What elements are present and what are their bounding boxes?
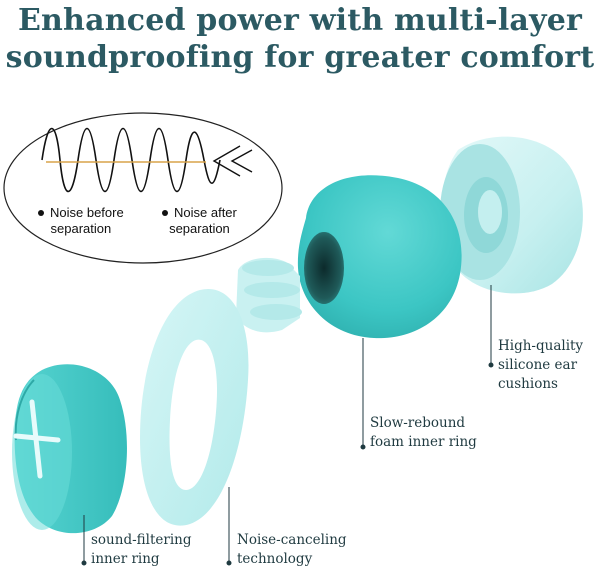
bullet-dot-icon <box>162 209 168 216</box>
filter-callout-dot <box>81 560 87 566</box>
headline-line-2: soundproofing for greater comfort <box>5 40 595 75</box>
label-noise-line1: Noise-canceling <box>237 532 347 548</box>
noise-callout-dot <box>226 560 232 566</box>
label-sound-filtering: sound-filtering inner ring <box>91 531 192 569</box>
legend-before-line1: Noise before <box>50 205 124 220</box>
noise-canceling-ring <box>140 288 249 526</box>
wave-diagram-oval <box>3 112 283 264</box>
label-foam-ring: Slow-rebound foam inner ring <box>370 414 477 452</box>
legend-after-line2: separation <box>169 221 230 236</box>
label-silicone-cushions: High-quality silicone ear cushions <box>498 337 583 394</box>
legend-before-line2: separation <box>50 221 112 236</box>
label-silicone-line3: cushions <box>498 376 558 392</box>
label-noise-canceling: Noise-canceling technology <box>237 531 347 569</box>
chevron-left-icon <box>212 145 241 177</box>
label-foam-line1: Slow-rebound <box>370 415 466 431</box>
label-filter-line1: sound-filtering <box>91 532 192 548</box>
label-foam-line2: foam inner ring <box>370 434 477 450</box>
silicone-ear-cushion <box>440 136 583 294</box>
label-silicone-line1: High-quality <box>498 338 584 354</box>
foam-inner-ring <box>297 175 462 339</box>
wave-diagram <box>3 112 283 264</box>
chevron-left-icon <box>230 149 253 173</box>
noise-wave-path <box>41 127 221 193</box>
label-filter-line2: inner ring <box>91 551 160 567</box>
legend-before: Noise before separation <box>38 205 124 237</box>
headline-line-1: Enhanced power with multi-layer <box>17 3 582 38</box>
label-silicone-line2: silicone ear <box>498 357 578 373</box>
legend-after-line1: Noise after <box>174 205 237 220</box>
sound-filtering-cap <box>12 364 127 534</box>
bullet-dot-icon <box>38 209 44 216</box>
legend-after: Noise after separation <box>162 205 237 237</box>
foam-callout-dot <box>360 444 366 450</box>
label-noise-line2: technology <box>237 551 313 567</box>
plus-icon <box>13 399 61 479</box>
callout-lines <box>81 285 494 566</box>
earplug-stem <box>236 257 302 333</box>
silicone-callout-dot <box>488 362 494 368</box>
